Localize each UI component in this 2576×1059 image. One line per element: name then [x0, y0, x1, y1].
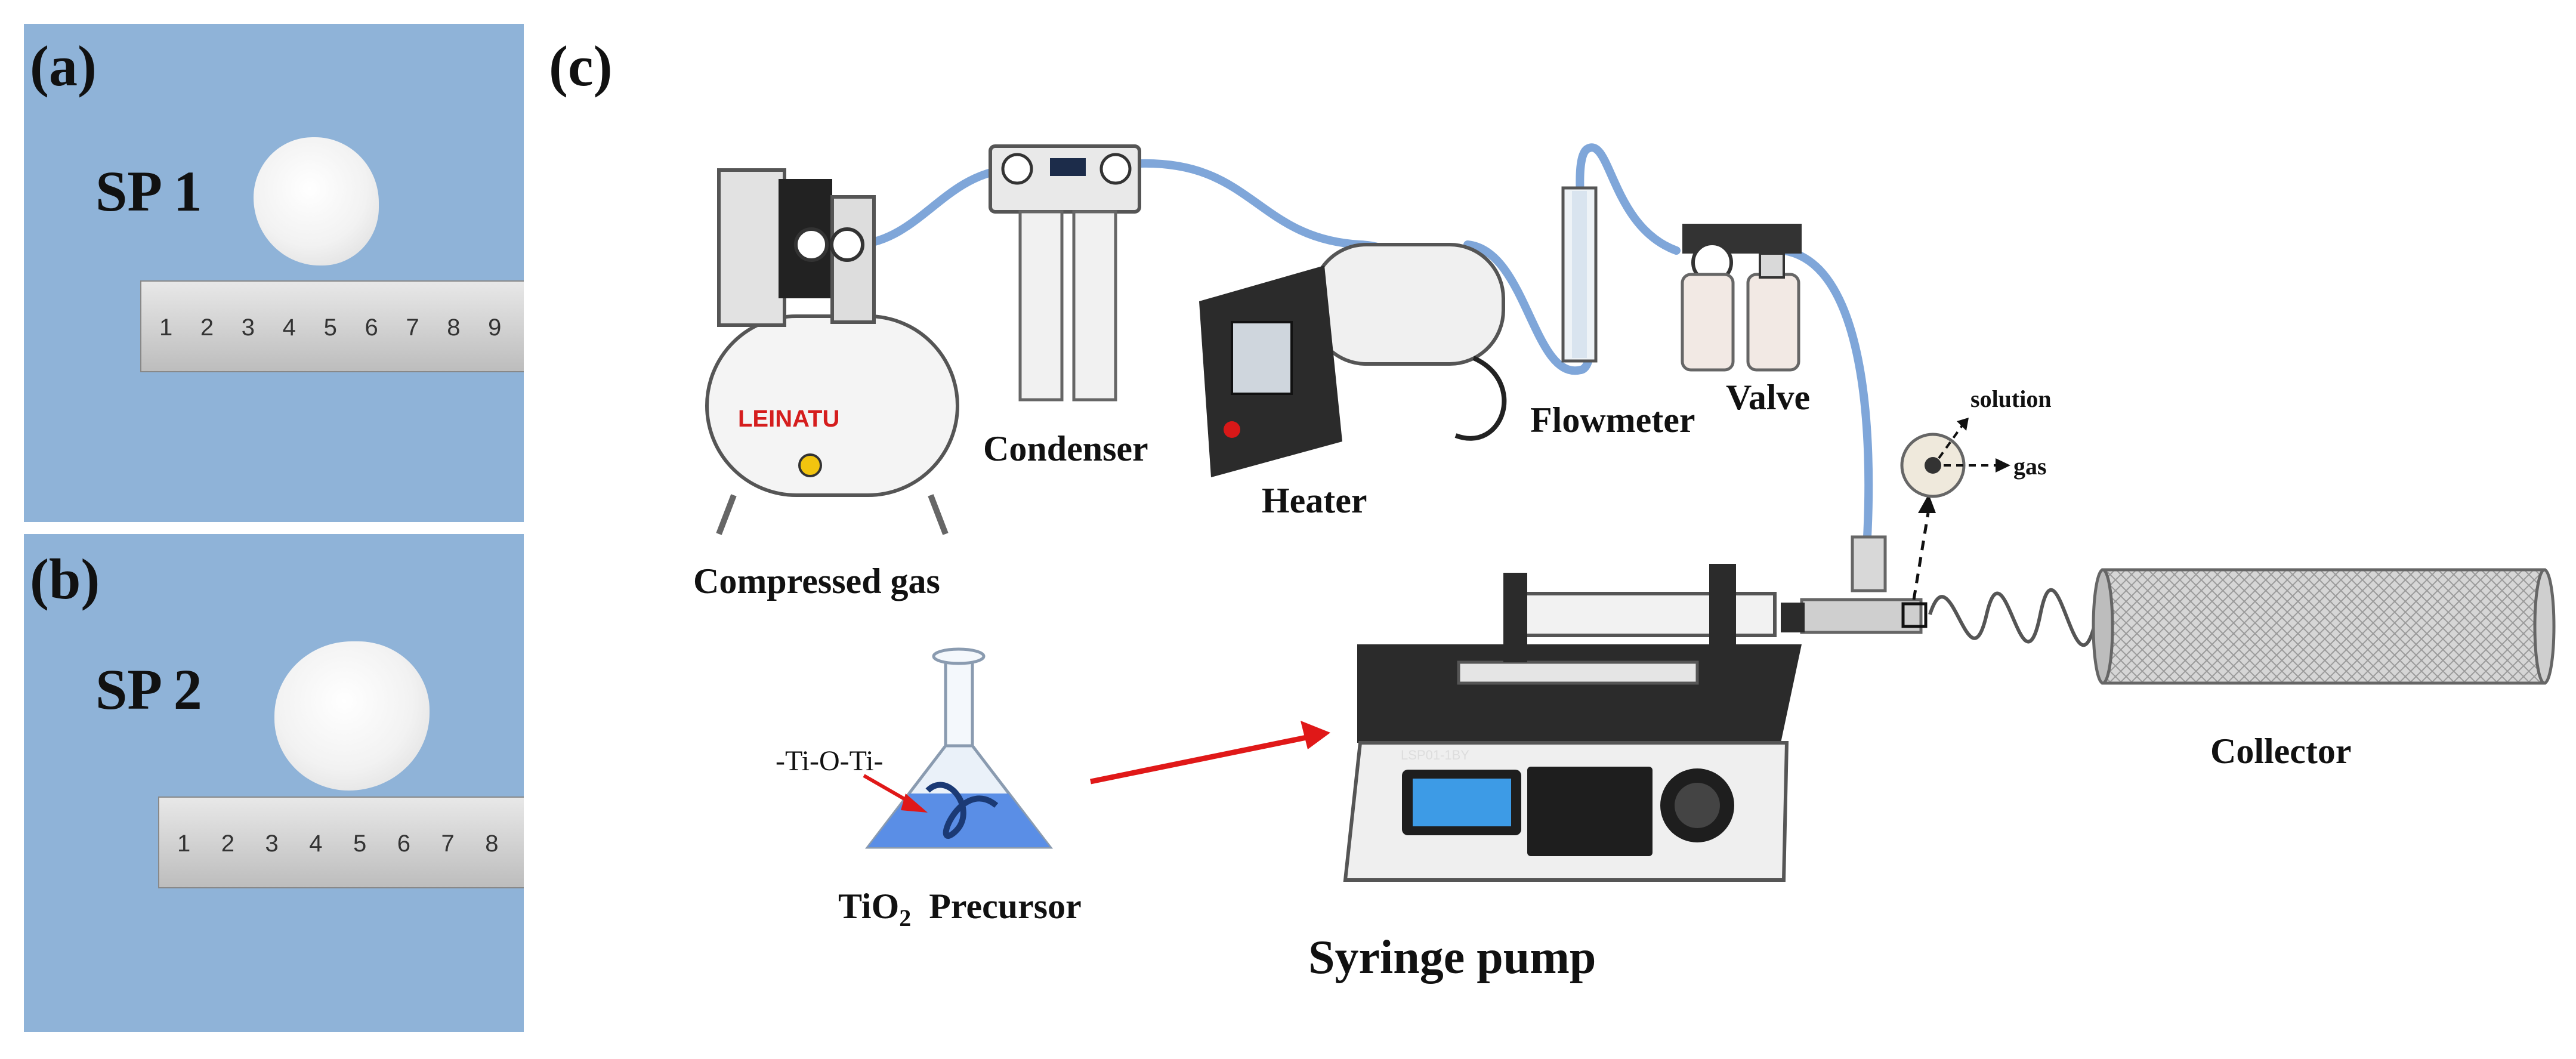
label-compressed-gas: Compressed gas: [693, 561, 940, 601]
ruler-number: 3: [265, 830, 279, 857]
panel-label-a: (a): [30, 34, 97, 98]
condenser: [989, 144, 1141, 402]
ruler-number: 4: [282, 314, 296, 341]
coaxial-nozzle: [1800, 494, 1936, 634]
ruler-number: 4: [309, 830, 323, 857]
precursor-formula-sub: 2: [899, 904, 912, 931]
ruler-number: 1: [177, 830, 191, 857]
ruler-number: 8: [485, 830, 499, 857]
label-syringe-pump: Syringe pump: [1308, 931, 1596, 984]
ruler-b: 1 2 3 4 5 6 7 8: [158, 796, 524, 888]
ruler-number: 8: [447, 314, 461, 341]
sample-sp2: [274, 641, 430, 791]
air-compressor: [705, 168, 959, 535]
label-condenser: Condenser: [983, 429, 1148, 468]
ruler-number: 5: [353, 830, 367, 857]
ruler-number: 7: [441, 830, 455, 857]
feed-arrow: [1090, 721, 1330, 785]
ruler-number: 5: [323, 314, 337, 341]
heater: [1199, 243, 1507, 477]
ruler-number: 3: [241, 314, 255, 341]
label-flowmeter: Flowmeter: [1530, 400, 1695, 440]
ruler-number: 6: [365, 314, 378, 341]
panel-label-c: (c): [549, 34, 613, 98]
compressor-brand: LEINATU: [738, 406, 839, 432]
ruler-number: 7: [406, 314, 419, 341]
syringe-pump: [1343, 564, 1805, 882]
label-heater: Heater: [1262, 481, 1367, 520]
label-bond: -Ti-O-Ti-: [776, 745, 884, 777]
precursor-flask: [864, 647, 1054, 849]
ruler-number: 9: [488, 314, 502, 341]
sample-sp1: [254, 137, 379, 265]
ruler-number: 1: [159, 314, 173, 341]
label-gas: gas: [2013, 453, 2047, 480]
nozzle-cross-section: [1900, 418, 2010, 498]
panel-label-b: (b): [30, 547, 100, 611]
precursor-name: Precursor: [929, 887, 1082, 926]
ruler-number: 2: [200, 314, 214, 341]
label-precursor: TiO2 Precursor: [838, 886, 1082, 932]
fiber-jet: [1928, 588, 2099, 647]
bond-pointer-arrow: [863, 774, 928, 813]
label-valve: Valve: [1726, 378, 1811, 417]
sample-label-sp1: SP 1: [95, 159, 202, 223]
label-collector: Collector: [2210, 731, 2352, 771]
pump-model: LSP01-1BY: [1401, 748, 1469, 762]
label-solution: solution: [1970, 385, 2052, 412]
valve: [1681, 224, 1802, 372]
sample-label-sp2: SP 2: [95, 657, 202, 721]
flowmeter: [1561, 186, 1598, 363]
precursor-formula: TiO: [838, 887, 900, 926]
ruler-number: 2: [221, 830, 234, 857]
ruler-number: 6: [397, 830, 410, 857]
collector-drum: [2092, 568, 2556, 685]
photo-sp2: 1 2 3 4 5 6 7 8: [24, 534, 524, 1032]
